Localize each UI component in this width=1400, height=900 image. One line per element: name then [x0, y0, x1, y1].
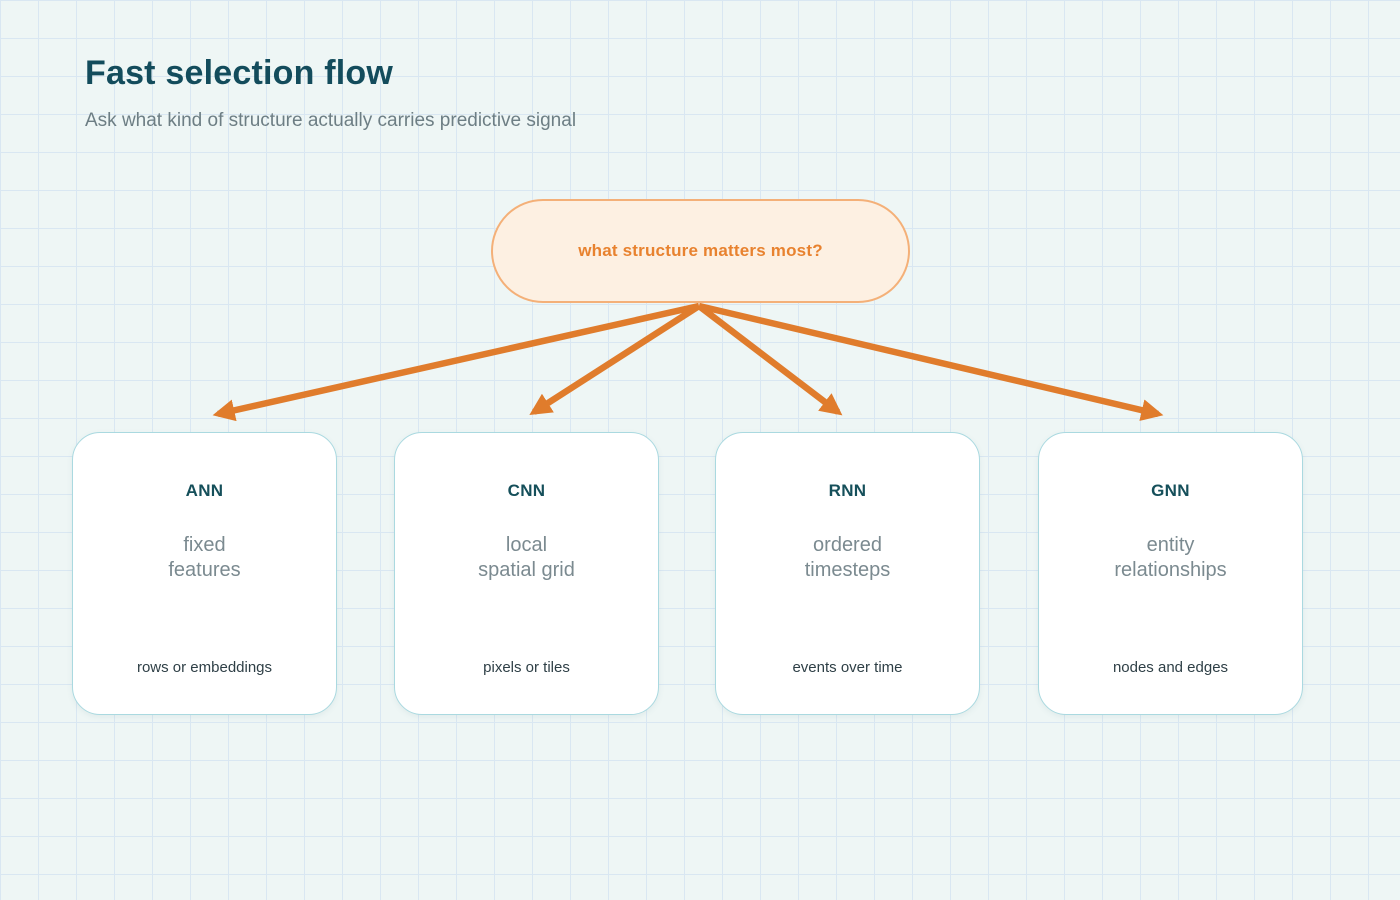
branch-card-cnn: CNN local spatial grid pixels or tiles — [394, 432, 659, 715]
branch-title: CNN — [507, 481, 546, 500]
arrow-to-cnn — [529, 303, 701, 415]
branch-signal-text: entity relationships — [1114, 534, 1227, 581]
root-question-label: what structure matters most? — [578, 241, 823, 260]
arrow-to-ann — [212, 302, 700, 422]
branch-signal-text: fixed features — [168, 534, 241, 581]
page-subtitle: Ask what kind of structure actually carr… — [85, 110, 577, 131]
branch-card-gnn: GNN entity relationships nodes and edges — [1038, 432, 1303, 715]
branch-card-ann: ANN fixed features rows or embeddings — [72, 432, 337, 715]
branch-title: ANN — [185, 481, 224, 500]
arrow-to-rnn — [697, 303, 843, 416]
branch-title: GNN — [1151, 481, 1190, 500]
branch-example-text: events over time — [792, 659, 903, 676]
branch-signal-text: ordered timesteps — [804, 534, 891, 581]
branch-example-text: pixels or tiles — [483, 659, 570, 676]
root-question-node: what structure matters most? — [491, 199, 910, 303]
branch-title: RNN — [828, 481, 867, 500]
branch-example-text: nodes and edges — [1112, 659, 1229, 676]
branch-example-text: rows or embeddings — [136, 659, 273, 676]
branch-signal-text: local spatial grid — [478, 534, 575, 581]
page-title: Fast selection flow — [85, 54, 393, 92]
arrow-to-gnn — [698, 302, 1164, 421]
branch-card-rnn: RNN ordered timesteps events over time — [715, 432, 980, 715]
